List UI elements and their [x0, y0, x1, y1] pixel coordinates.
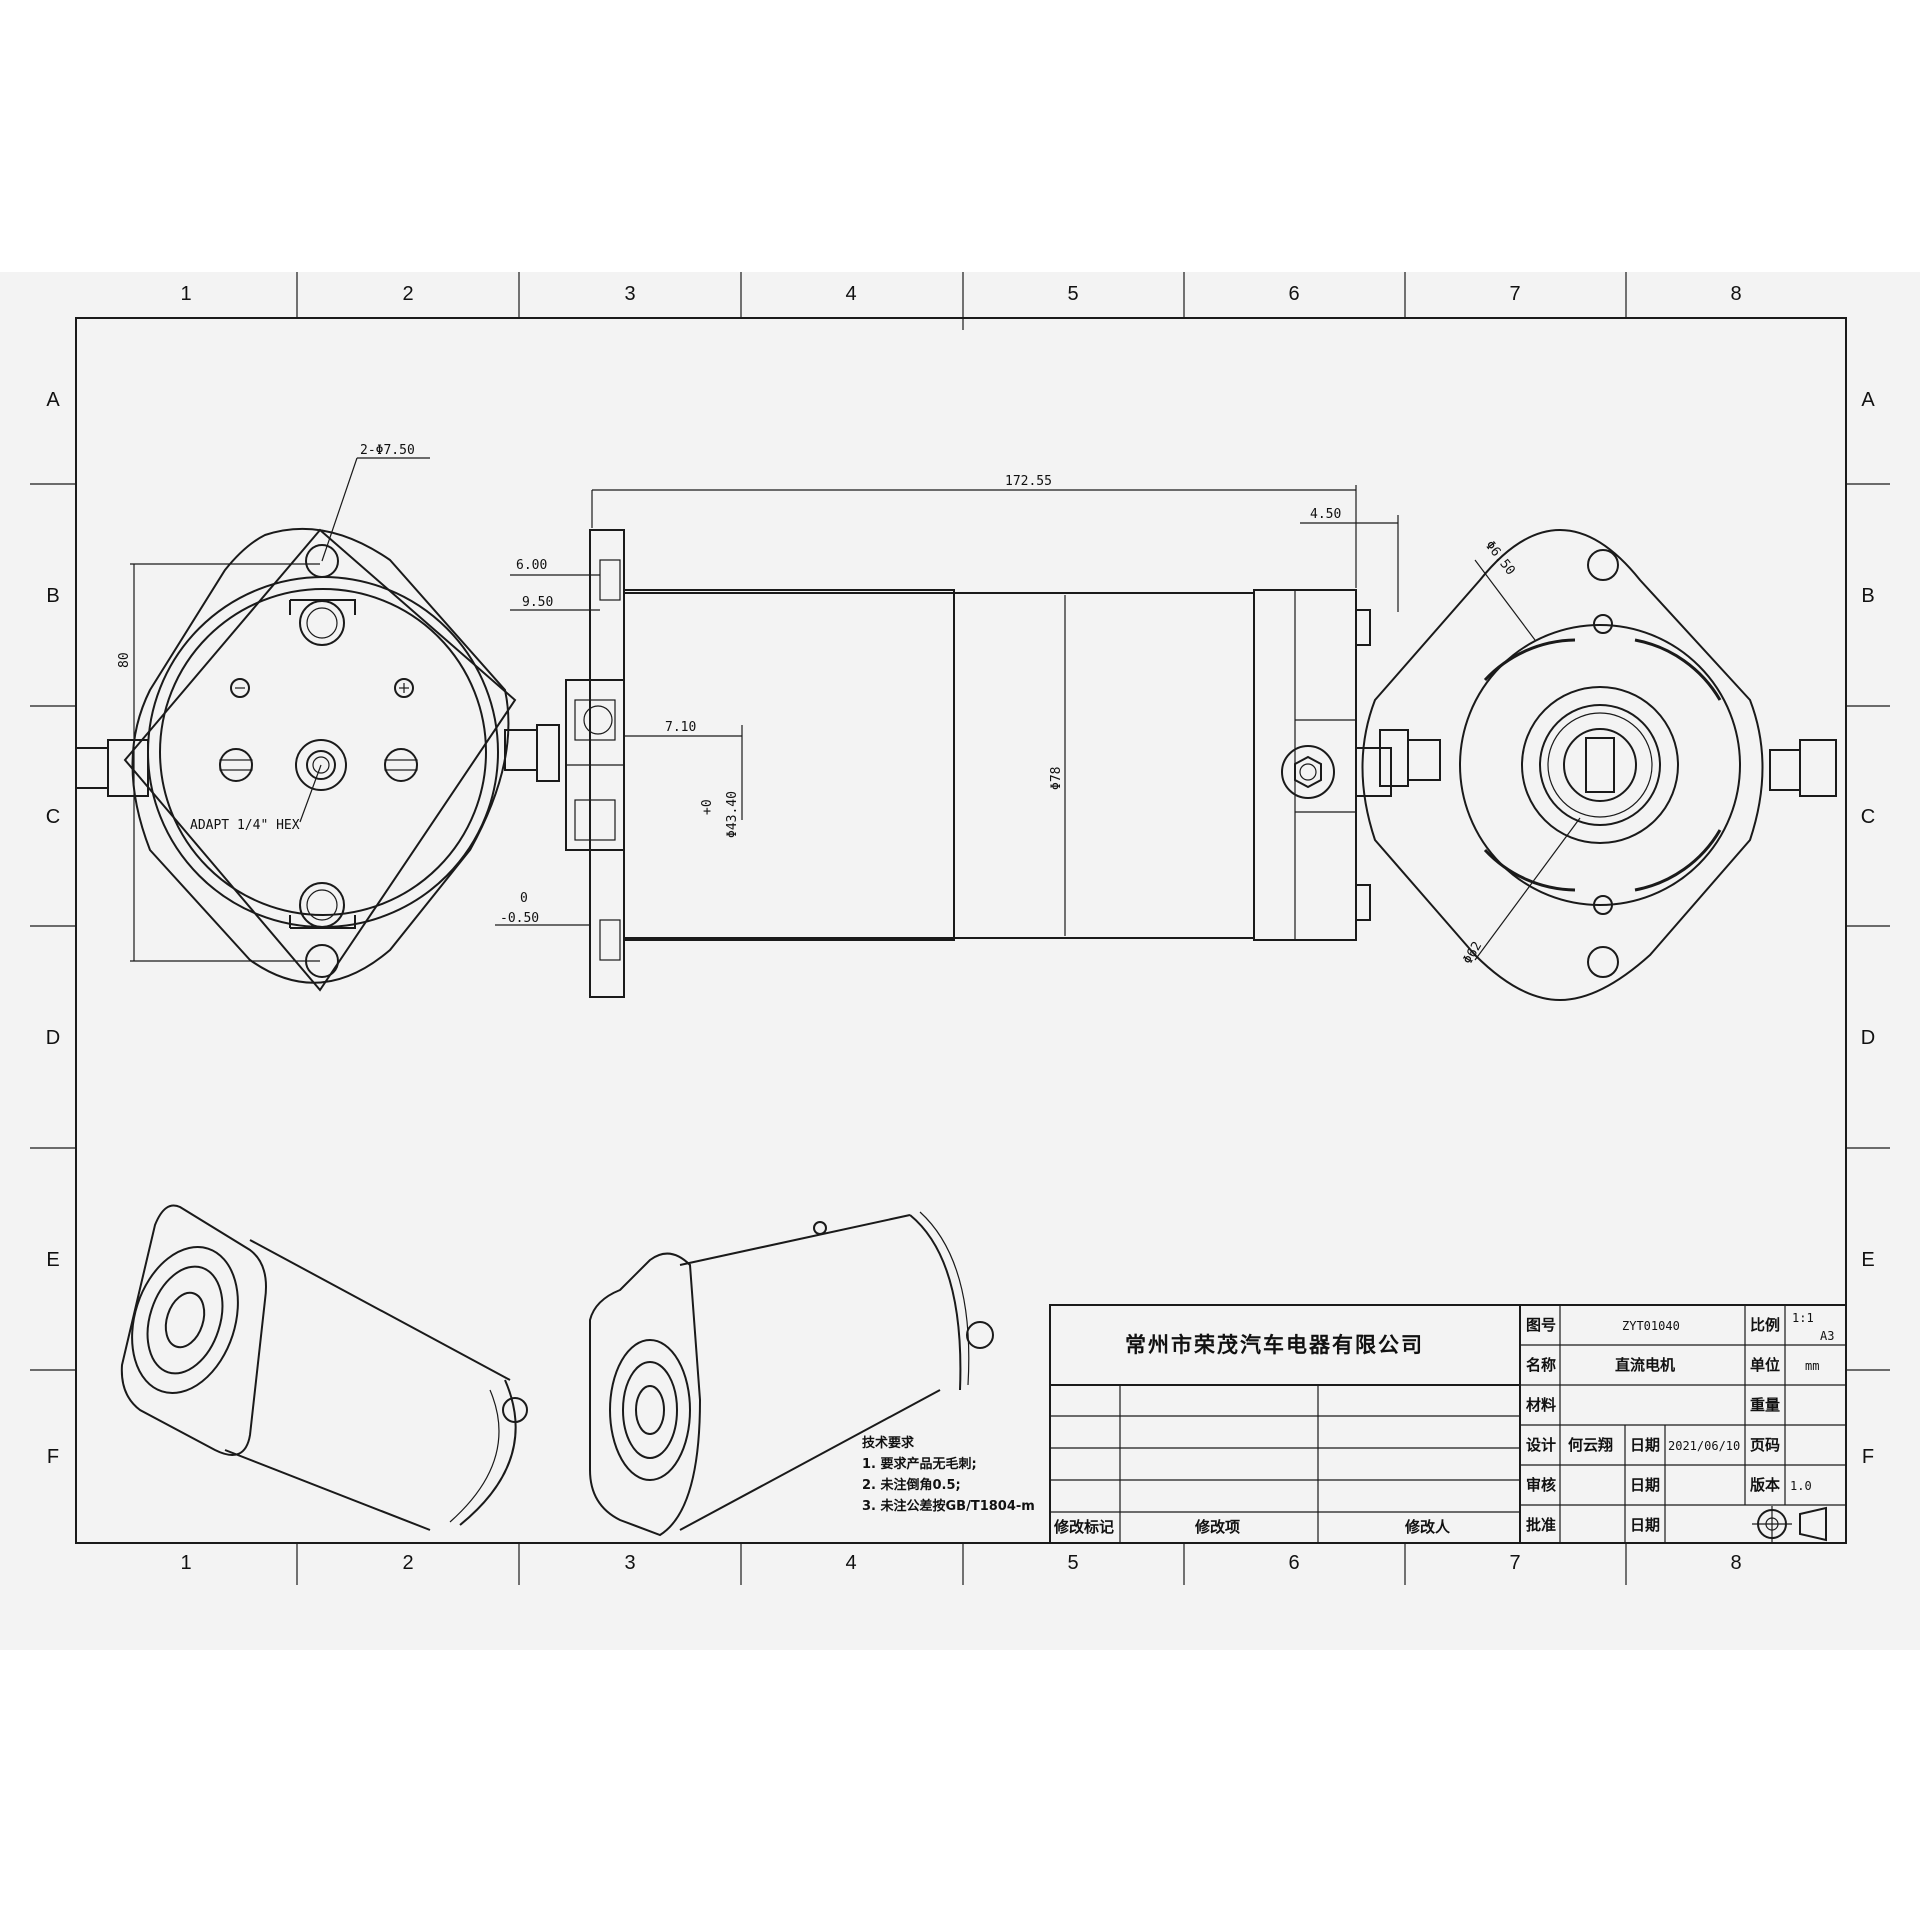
grid-col-3-bottom: 3 — [624, 1552, 635, 1574]
tb-date-label-3: 日期 — [1630, 1516, 1660, 1534]
dim-tol-a: 0 — [520, 891, 528, 906]
side-view: 172.55 4.50 6.00 9.50 7.10 +0 Φ43.40 Φ78… — [495, 474, 1399, 998]
grid-row-e-right: E — [1861, 1249, 1874, 1271]
dim-flange-offset: 4.50 — [1310, 507, 1341, 522]
dim-holes: 2-Φ7.50 — [360, 443, 415, 458]
dim-fit-b: Φ43.40 — [725, 791, 740, 838]
projection-symbol-icon — [1752, 1506, 1827, 1542]
tb-weight-label: 重量 — [1750, 1396, 1780, 1414]
tb-approve-label: 批准 — [1526, 1516, 1556, 1534]
grid-row-c: C — [46, 806, 60, 828]
right-end-view: Φ6.50 Φ62 — [1361, 528, 1837, 1002]
tb-name: 直流电机 — [1615, 1356, 1675, 1374]
tb-date: 2021/06/10 — [1668, 1439, 1740, 1453]
dim-height: 80 — [117, 652, 132, 668]
tb-unit: mm — [1805, 1359, 1819, 1373]
tb-scale: 1:1 — [1792, 1311, 1814, 1325]
grid-col-8: 8 — [1730, 283, 1741, 305]
grid-col-4-bottom: 4 — [845, 1552, 856, 1574]
grid-row-a-right: A — [1861, 389, 1875, 411]
left-end-view: 80 2-Φ7.50 ADAPT 1/4" HEX — [75, 443, 560, 992]
grid-col-4: 4 — [845, 283, 856, 305]
grid-col-1: 1 — [180, 283, 191, 305]
tb-name-label: 名称 — [1526, 1356, 1556, 1374]
notes-item-1: 1. 要求产品无毛刺; — [862, 1456, 977, 1472]
grid-col-8-bottom: 8 — [1730, 1552, 1741, 1574]
grid-row-b: B — [46, 585, 59, 607]
title-block: 常州市荣茂汽车电器有限公司 图号 ZYT01040 比例 1:1 A3 名称 直… — [1049, 1304, 1847, 1544]
grid-row-b-right: B — [1861, 585, 1874, 607]
dim-shaft-length: 7.10 — [665, 720, 696, 735]
grid-col-5-bottom: 5 — [1067, 1552, 1078, 1574]
grid-row-c-right: C — [1861, 806, 1875, 828]
notes-item-3: 3. 未注公差按GB/T1804-m — [862, 1498, 1035, 1514]
notes-title: 技术要求 — [862, 1435, 915, 1451]
dim-overall-length: 172.55 — [1005, 474, 1052, 489]
notes-item-2: 2. 未注倒角0.5; — [862, 1477, 961, 1493]
tb-version-label: 版本 — [1750, 1476, 1780, 1494]
grid-ticks — [30, 272, 1890, 1585]
grid-row-f-right: F — [1862, 1446, 1874, 1468]
grid-col-6: 6 — [1288, 283, 1299, 305]
tb-designer: 何云翔 — [1568, 1436, 1613, 1454]
tb-page-label: 页码 — [1750, 1436, 1780, 1454]
tb-drawing-no-label: 图号 — [1526, 1316, 1556, 1334]
dim-tol-b: -0.50 — [500, 911, 539, 926]
grid-col-7-bottom: 7 — [1509, 1552, 1520, 1574]
dim-fit-a: +0 — [700, 799, 715, 815]
dim-d1: 6.00 — [516, 558, 547, 573]
grid-row-d: D — [46, 1027, 60, 1049]
tb-unit-label: 单位 — [1750, 1356, 1780, 1374]
tb-material-label: 材料 — [1526, 1396, 1556, 1414]
tb-design-label: 设计 — [1526, 1436, 1556, 1454]
grid-col-1-bottom: 1 — [180, 1552, 191, 1574]
grid-col-6-bottom: 6 — [1288, 1552, 1299, 1574]
tb-rev-content-label: 修改项 — [1194, 1518, 1240, 1536]
technical-notes: 技术要求 1. 要求产品无毛刺; 2. 未注倒角0.5; 3. 未注公差按GB/… — [862, 1435, 1035, 1514]
grid-row-f: F — [47, 1446, 59, 1468]
grid-col-7: 7 — [1509, 283, 1520, 305]
tb-rev-by-label: 修改人 — [1404, 1518, 1451, 1536]
tb-rev-mark-label: 修改标记 — [1053, 1518, 1114, 1536]
grid-col-5: 5 — [1067, 283, 1078, 305]
tb-drawing-no: ZYT01040 — [1622, 1319, 1680, 1333]
grid-row-d-right: D — [1861, 1027, 1875, 1049]
company-name: 常州市荣茂汽车电器有限公司 — [1125, 1332, 1424, 1357]
grid-row-e: E — [46, 1249, 59, 1271]
grid-col-2: 2 — [402, 283, 413, 305]
grid-row-a: A — [46, 389, 60, 411]
tb-review-label: 审核 — [1526, 1476, 1556, 1494]
dim-hex: ADAPT 1/4" HEX — [190, 818, 300, 833]
isometric-view-1 — [120, 1204, 528, 1531]
dim-d2: 9.50 — [522, 595, 553, 610]
isometric-view-2 — [589, 1211, 994, 1537]
tb-scale-label: 比例 — [1750, 1316, 1780, 1334]
tb-date-label-2: 日期 — [1630, 1476, 1660, 1494]
drawing-frame — [75, 317, 1847, 1544]
tb-version: 1.0 — [1790, 1479, 1812, 1493]
grid-col-3: 3 — [624, 283, 635, 305]
tb-date-label: 日期 — [1630, 1436, 1660, 1454]
tb-sheet-size: A3 — [1820, 1329, 1834, 1343]
dim-body-dia: Φ78 — [1049, 767, 1064, 790]
grid-col-2-bottom: 2 — [402, 1552, 413, 1574]
